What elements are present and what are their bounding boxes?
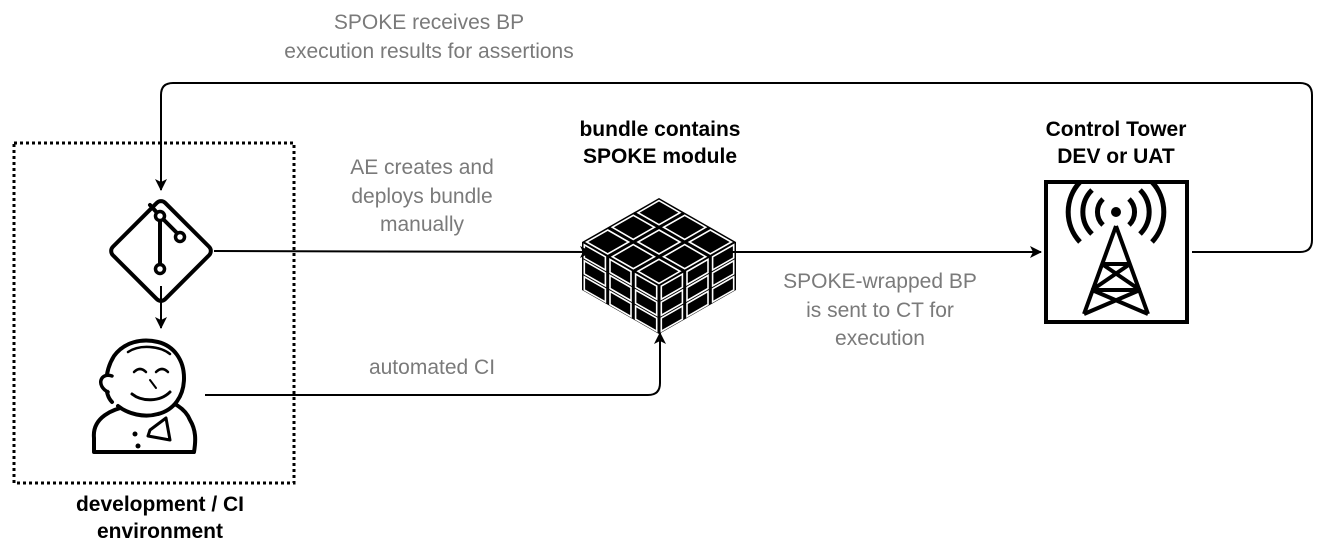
environment-title-line1: development / CI	[76, 493, 244, 516]
cube-tile	[583, 275, 607, 304]
cube-tile	[711, 259, 735, 288]
cube-tile	[686, 258, 709, 286]
radio-tower-icon[interactable]	[1044, 180, 1189, 324]
bundle-title-line1: bundle contains	[579, 118, 740, 141]
edge-feedback	[155, 82, 1313, 253]
cube-tile	[660, 304, 684, 333]
automated-ci-label: automated CI	[369, 356, 495, 379]
cube-tile	[636, 258, 682, 285]
cube-tile	[661, 214, 708, 241]
edge-automated-ci	[205, 332, 666, 396]
cube-tile	[610, 243, 657, 270]
cube-tile	[660, 288, 684, 317]
send-to-ct-label-line1: SPOKE-wrapped BP	[783, 270, 977, 293]
cube-tile	[634, 272, 658, 301]
bundle-title-line2: SPOKE module	[583, 145, 737, 168]
manual-deploy-label-line3: manually	[380, 213, 465, 236]
cube-tile	[636, 199, 682, 226]
control-tower-title-line1: Control Tower	[1046, 118, 1187, 141]
manual-deploy-label-line1: AE creates and	[350, 156, 494, 179]
cube-tile	[610, 214, 657, 241]
send-to-ct-label-line3: execution	[835, 327, 925, 350]
cube-tile	[686, 290, 709, 318]
cube-tile	[660, 272, 684, 301]
git-icon[interactable]	[109, 199, 214, 304]
jenkins-icon[interactable]	[91, 338, 198, 454]
environment-title-line2: environment	[97, 520, 223, 543]
cube-icon[interactable]	[582, 198, 736, 334]
cube-tile	[636, 229, 682, 255]
cube-tile	[609, 258, 632, 286]
cube-tile	[711, 275, 735, 304]
cube-tile	[634, 288, 658, 317]
edge-manual-deploy	[213, 245, 592, 258]
control-tower-title-line2: DEV or UAT	[1057, 145, 1175, 168]
send-to-ct-label-line2: is sent to CT for	[806, 299, 954, 322]
cube-tile	[687, 229, 734, 255]
cube-tile	[584, 229, 631, 255]
cube-tile	[609, 274, 632, 302]
feedback-label-line2: execution results for assertions	[284, 40, 573, 63]
cube-tile	[711, 243, 735, 272]
feedback-label-line1: SPOKE receives BP	[334, 11, 524, 34]
cube-tile	[634, 304, 658, 333]
cube-tile	[661, 243, 708, 270]
cube-tile	[609, 290, 632, 318]
environment-boundary	[12, 141, 296, 485]
manual-deploy-label-line2: deploys bundle	[351, 185, 492, 208]
cube-tile	[686, 274, 709, 302]
cube-tile	[583, 259, 607, 288]
